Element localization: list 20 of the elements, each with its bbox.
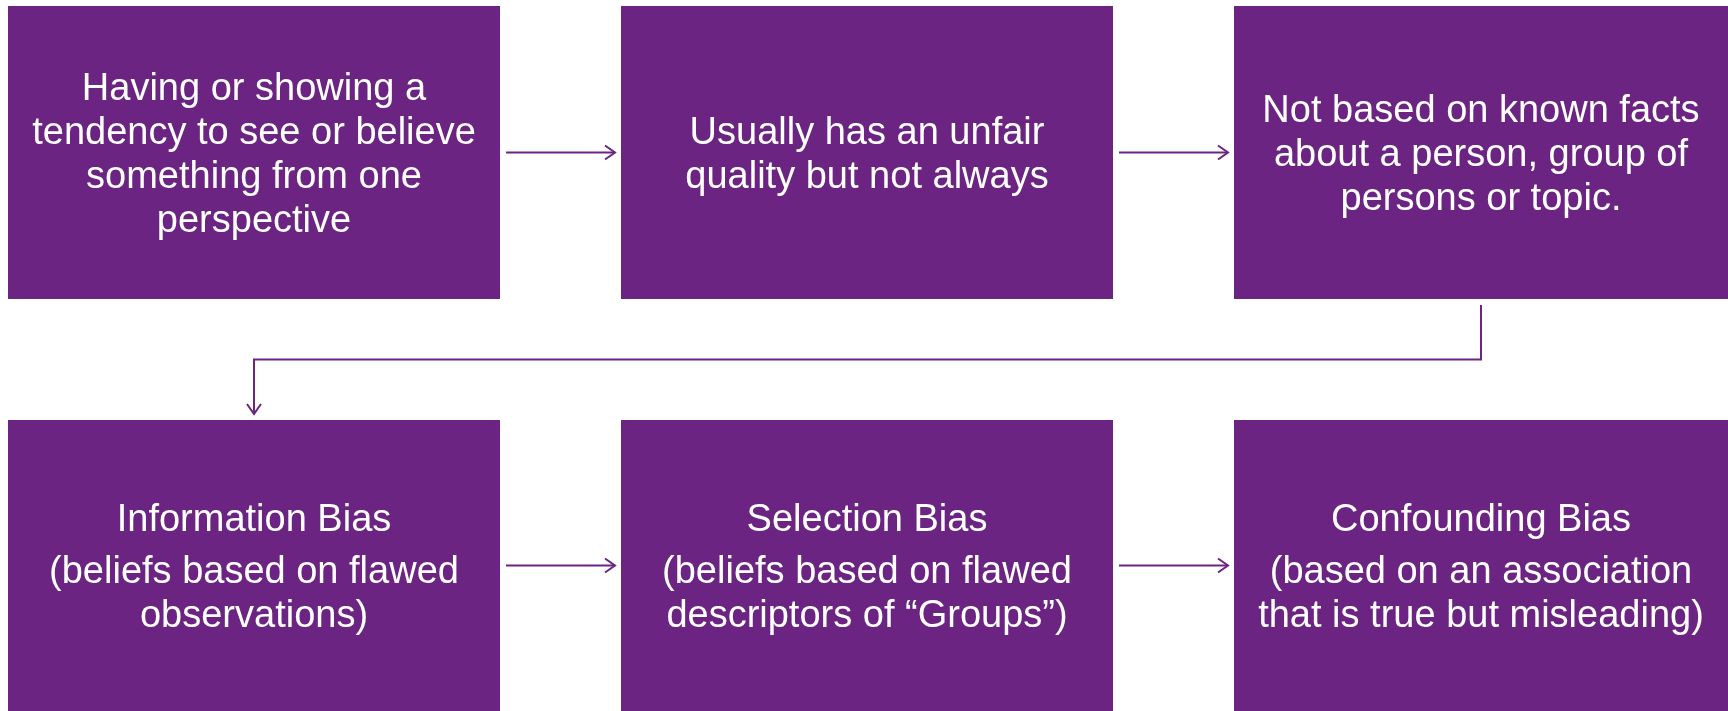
arrow (1118, 557, 1229, 574)
box-text: (beliefs based on flawed observations) (48, 547, 460, 636)
process-box (8, 6, 500, 299)
arrow (505, 144, 616, 161)
box-text: Having or showing a tendency to see or believe something from one perspective (31, 64, 477, 241)
box-text: (beliefs based on flawed descriptors of “Groups”) (661, 547, 1073, 636)
process-box (621, 6, 1113, 299)
process-box (1234, 420, 1728, 711)
box-text: Usually has an unfair quality but not always (684, 108, 1050, 197)
process-box (8, 420, 500, 711)
box-heading: Selection Bias (746, 495, 988, 540)
box-text: Not based on known facts about a person, group of persons or topic. (1261, 86, 1701, 219)
box-heading: Information Bias (116, 495, 392, 540)
process-box (621, 420, 1113, 711)
box-heading: Confounding Bias (1331, 495, 1631, 540)
arrow (246, 304, 1482, 415)
process-box (1234, 6, 1728, 299)
box-text: (based on an association that is true but misleading) (1257, 547, 1705, 636)
arrow (1118, 144, 1229, 161)
arrow (505, 557, 616, 574)
